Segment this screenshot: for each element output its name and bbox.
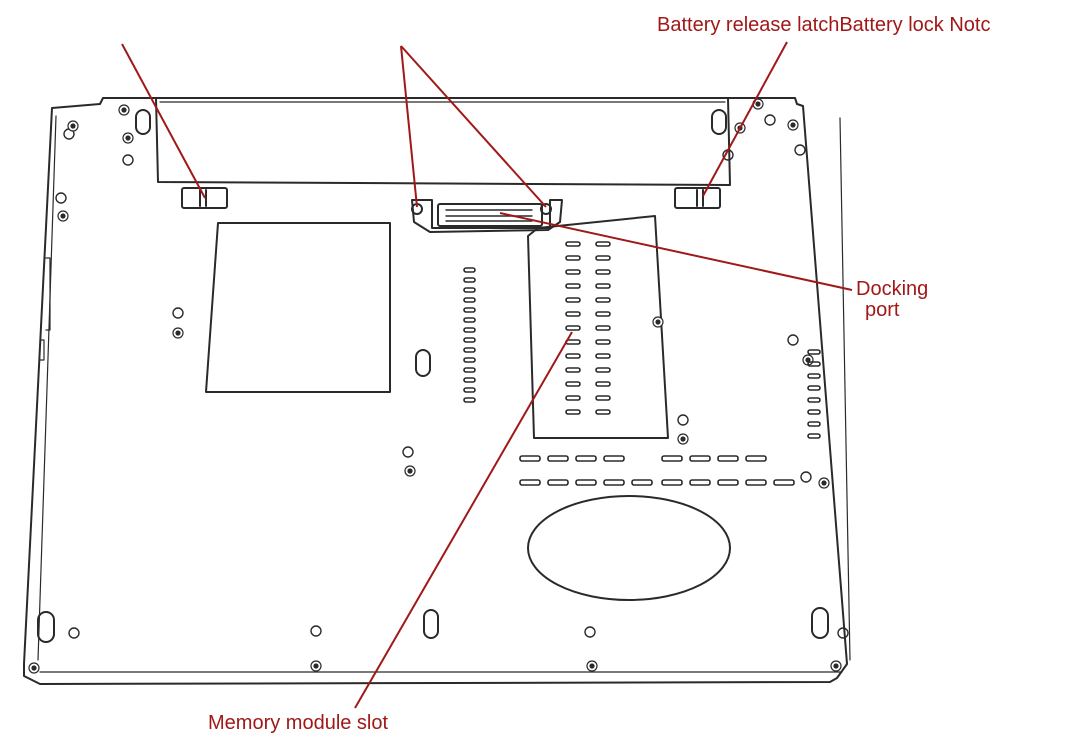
vent-slot: [565, 241, 581, 247]
vent-slot: [565, 367, 581, 373]
vent-slot: [463, 297, 476, 303]
vent-slot: [519, 479, 541, 486]
vent-slot: [519, 455, 541, 462]
vent-slot: [595, 269, 611, 275]
rubber-foot-top-right: [711, 109, 727, 135]
laptop-base-outline: [23, 97, 848, 685]
vent-slot: [595, 297, 611, 303]
vent-slot: [463, 387, 476, 393]
vent-slot: [463, 367, 476, 373]
vent-slot: [463, 377, 476, 383]
vent-slot: [595, 353, 611, 359]
callout-memory-module-slot: Memory module slot: [208, 712, 389, 734]
vent-slot: [595, 409, 611, 415]
vent-slot: [565, 381, 581, 387]
vent-slot: [463, 397, 476, 403]
vent-slot: [807, 373, 821, 379]
vent-slot: [463, 317, 476, 323]
leader-memory-module-slot: [354, 331, 573, 709]
vent-slot: [807, 385, 821, 391]
vent-slot: [603, 479, 625, 486]
rubber-foot-bottom-center: [423, 609, 439, 639]
vent-slot: [717, 455, 739, 462]
vent-slot: [575, 455, 597, 462]
vent-slot: [463, 287, 476, 293]
leader-battery-lock: [702, 41, 788, 197]
rubber-foot-center: [415, 349, 431, 377]
vent-slot: [595, 311, 611, 317]
vent-slot: [745, 455, 767, 462]
vent-slot: [689, 455, 711, 462]
vent-slot: [463, 327, 476, 333]
vent-slot: [463, 267, 476, 273]
vent-slot: [565, 311, 581, 317]
rubber-foot-top-left: [135, 109, 151, 135]
screw-holes: [55, 114, 849, 639]
vent-slot: [463, 347, 476, 353]
vent-slot: [631, 479, 653, 486]
vent-slot: [773, 479, 795, 486]
callout-leaders: [121, 41, 853, 709]
vent-slot: [661, 455, 683, 462]
vent-slot: [603, 455, 625, 462]
vent-slot: [547, 479, 569, 486]
vent-slot: [595, 255, 611, 261]
battery-lock-latch-right: [674, 187, 721, 209]
vent-slots: [463, 241, 821, 486]
hdd-access-panel: [205, 222, 391, 393]
vent-slot: [565, 395, 581, 401]
leader-docking-port: [499, 212, 853, 291]
vent-slot: [565, 255, 581, 261]
laptop-base-inner-edge: [37, 115, 851, 673]
vent-slot: [565, 325, 581, 331]
vent-slot: [565, 353, 581, 359]
vent-slot: [807, 421, 821, 427]
vent-slot: [463, 357, 476, 363]
vent-slot: [565, 297, 581, 303]
side-port-notches: [39, 257, 51, 361]
callout-docking-port-line1: Docking: [856, 278, 929, 300]
battery-release-latch-left: [181, 187, 228, 209]
vent-slot: [463, 277, 476, 283]
vent-slot: [565, 283, 581, 289]
vent-slot: [661, 479, 683, 486]
vent-slot: [547, 455, 569, 462]
vent-slot: [807, 361, 821, 367]
vent-slot: [807, 409, 821, 415]
vent-slot: [745, 479, 767, 486]
vent-slot: [807, 433, 821, 439]
vent-slot: [565, 269, 581, 275]
vent-slot: [575, 479, 597, 486]
vent-slot: [595, 367, 611, 373]
leader-docking-port-left: [400, 45, 418, 208]
vent-slot: [463, 307, 476, 313]
vent-slot: [595, 381, 611, 387]
vent-slot: [807, 349, 821, 355]
memory-module-slot-cover: [527, 215, 669, 439]
vent-slot: [595, 395, 611, 401]
leader-battery-release-latch: [121, 43, 206, 199]
callout-battery-release-latch-lock: Battery release latchBattery lock Notc: [657, 14, 991, 36]
vent-slot: [595, 325, 611, 331]
vent-slot: [463, 337, 476, 343]
callout-docking-port-line2: port: [865, 299, 900, 321]
battery-pack: [155, 97, 731, 186]
leader-docking-port-right: [400, 45, 547, 208]
screws: [28, 98, 842, 674]
vent-slot: [717, 479, 739, 486]
vent-slot: [565, 409, 581, 415]
vent-slot: [595, 241, 611, 247]
vent-slot: [595, 339, 611, 345]
rubber-foot-bottom-left: [37, 611, 55, 643]
speaker-oval: [527, 495, 731, 601]
vent-slot: [595, 283, 611, 289]
vent-slot: [689, 479, 711, 486]
rubber-foot-bottom-right: [811, 607, 829, 639]
vent-slot: [807, 397, 821, 403]
